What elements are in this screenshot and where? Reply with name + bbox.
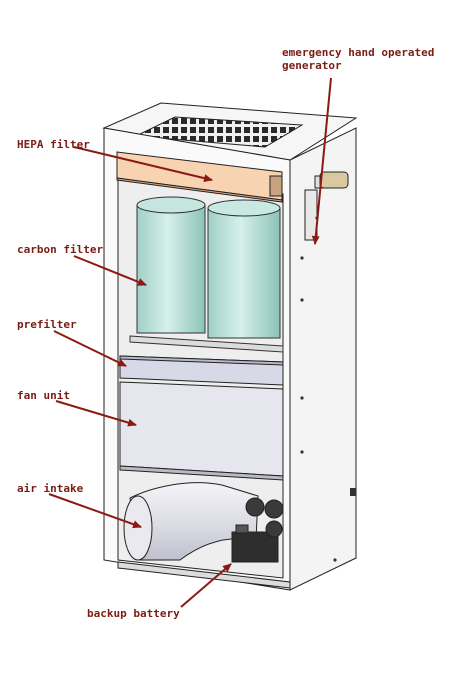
arrow-fan — [55, 400, 137, 427]
prefilter-part — [119, 355, 284, 386]
label-air-intake: air intake — [17, 482, 84, 495]
label-generator: emergency hand operated generator — [282, 46, 435, 72]
callout-arrows — [48, 77, 332, 608]
fan-unit-part — [119, 381, 284, 481]
arrow-hepa — [73, 146, 213, 183]
base-plate — [117, 561, 291, 589]
label-prefilter: prefilter — [17, 318, 77, 331]
label-backup-battery: backup battery — [87, 607, 180, 620]
label-hepa-filter: HEPA filter — [17, 138, 90, 151]
arrow-prefilter — [53, 330, 127, 367]
arrow-carbon — [73, 255, 147, 286]
arrow-generator — [311, 77, 332, 245]
label-carbon-filter: carbon filter — [17, 243, 104, 256]
top-grill — [134, 116, 304, 148]
arrow-battery — [180, 563, 232, 608]
hand-generator-crank — [304, 171, 349, 241]
backup-battery-part — [231, 497, 284, 563]
side-panel-details — [300, 216, 356, 562]
carbon-filter-part — [129, 196, 284, 353]
right-side-panel — [289, 127, 357, 591]
arrow-intake — [48, 493, 142, 529]
label-fan-unit: fan unit — [17, 389, 70, 402]
